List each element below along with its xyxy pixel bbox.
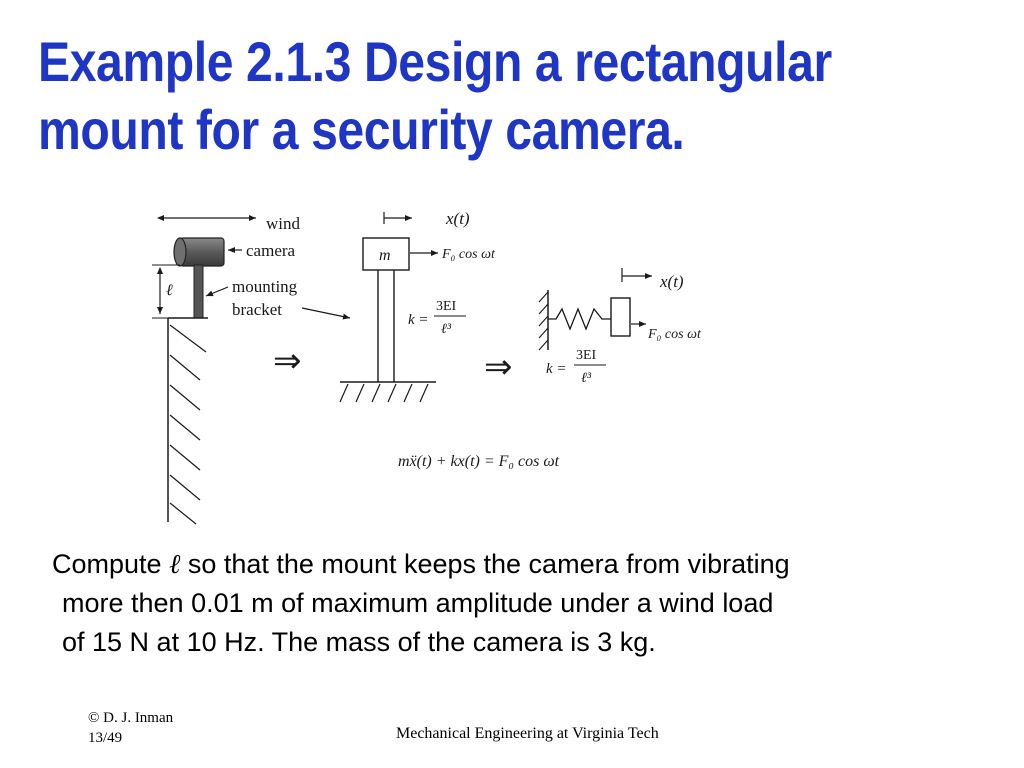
copyright: © D. J. Inman — [88, 710, 174, 726]
camera-icon — [173, 237, 225, 267]
mounting-label: mounting — [232, 277, 298, 296]
spring-stiffness-lhs: k = — [546, 361, 567, 377]
slide-title: Example 2.1.3 Design a rectangular mount… — [38, 28, 864, 164]
spring-stiffness-numerator: 3EI — [576, 348, 597, 363]
spring — [548, 307, 612, 331]
ground-hatching — [339, 383, 429, 403]
stiffness-lhs: k = — [408, 312, 429, 328]
cantilever-model: x(t) m F₀ cos ωt k = 3EI ℓ³ — [339, 209, 496, 403]
implies-arrow-1: ⇒ — [273, 343, 302, 380]
problem-line-2: more then 0.01 m of maximum amplitude un… — [62, 588, 774, 618]
spring-mass-model: x(t) F₀ cos ωt k = 3EI ℓ³ — [538, 268, 702, 386]
stiffness-numerator: 3EI — [436, 299, 457, 314]
footer-left: © D. J. Inman 13/49 — [88, 708, 173, 748]
problem-line-1-rest: so that the mount keeps the camera from … — [187, 549, 790, 579]
spring-force-label: F₀ cos ωt — [647, 327, 702, 342]
problem-line-3: of 15 N at 10 Hz. The mass of the camera… — [62, 627, 656, 657]
bracket-pointer-arrow — [205, 286, 229, 297]
bracket-to-model-arrow — [301, 307, 351, 320]
compute-word: Compute — [52, 549, 162, 579]
bracket-post — [193, 264, 204, 319]
camera-label: camera — [246, 241, 296, 260]
force-label: F₀ cos ωt — [441, 247, 496, 262]
wall-hatching — [169, 324, 207, 525]
length-symbol: ℓ — [166, 282, 173, 299]
ell-symbol: ℓ — [169, 549, 181, 579]
footer-institution: Mechanical Engineering at Virginia Tech — [396, 725, 659, 742]
mass-block — [362, 237, 410, 271]
problem-line-1: Compute ℓ so that the mount keeps the ca… — [52, 545, 1012, 584]
equation-of-motion: mẍ(t) + kx(t) = F₀ cos ωt — [398, 453, 560, 470]
implies-arrow-2: ⇒ — [484, 349, 513, 386]
displacement-label: x(t) — [445, 209, 470, 228]
title-line-2: mount for a security camera. — [38, 98, 685, 161]
bracket-label: bracket — [232, 300, 282, 319]
mass-label: m — [379, 247, 391, 264]
spring-stiffness-denominator: ℓ³ — [581, 371, 592, 386]
spring-displacement-label: x(t) — [659, 272, 684, 291]
problem-statement: Compute ℓ so that the mount keeps the ca… — [52, 545, 1012, 662]
stiffness-denominator: ℓ³ — [441, 322, 452, 337]
camera-mount-diagram: wind camera mounting bracket ℓ — [152, 209, 702, 525]
physical-sketch: wind camera mounting bracket ℓ — [152, 214, 351, 525]
spring-mass-block — [610, 297, 631, 337]
page-number: 13/49 — [88, 730, 123, 746]
title-line-1: Example 2.1.3 Design a rectangular — [38, 30, 832, 93]
wind-label: wind — [266, 214, 301, 233]
